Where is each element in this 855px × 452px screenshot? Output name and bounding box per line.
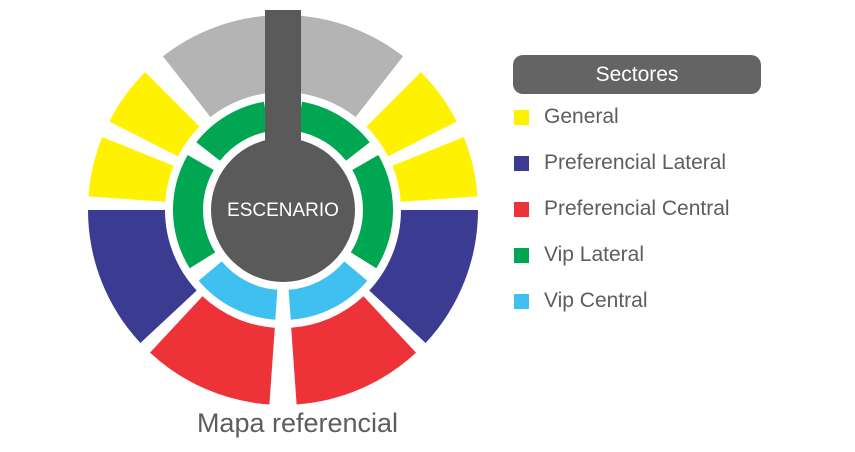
legend-label: Vip Central bbox=[544, 289, 648, 312]
sector-vip-central-left[interactable] bbox=[198, 261, 278, 320]
upper-stand-left[interactable] bbox=[162, 15, 277, 117]
sector-general-right-lower[interactable] bbox=[392, 137, 478, 202]
sector-vip-central-right[interactable] bbox=[288, 261, 368, 320]
legend-swatch-vip-lateral bbox=[514, 248, 529, 263]
sector-vip-lateral-left-upper[interactable] bbox=[196, 101, 270, 161]
sector-vip-lateral-left-lower[interactable] bbox=[172, 155, 216, 269]
legend-label: Preferencial Lateral bbox=[544, 151, 727, 174]
legend-item-preferencial-central[interactable]: Preferencial Central bbox=[513, 186, 761, 232]
sector-vip-lateral-right-lower[interactable] bbox=[350, 155, 394, 269]
sector-preferencial-lateral-right[interactable] bbox=[369, 210, 478, 343]
sector-general-right-upper[interactable] bbox=[366, 72, 457, 157]
legend-item-preferencial-lateral[interactable]: Preferencial Lateral bbox=[513, 140, 761, 186]
sector-preferencial-central-right[interactable] bbox=[291, 296, 416, 405]
sector-preferencial-central-left[interactable] bbox=[150, 296, 275, 405]
upper-stand-right[interactable] bbox=[289, 15, 404, 117]
stage-label: ESCENARIO bbox=[227, 200, 339, 221]
legend-label: Preferencial Central bbox=[544, 197, 730, 220]
legend-title: Sectores bbox=[513, 55, 761, 94]
legend-swatch-preferencial-lateral bbox=[514, 156, 529, 171]
sector-general-left-lower[interactable] bbox=[88, 137, 174, 202]
legend-item-vip-central[interactable]: Vip Central bbox=[513, 278, 761, 324]
venue-map: ESCENARIO bbox=[88, 10, 478, 405]
legend-swatch-preferencial-central bbox=[514, 202, 529, 217]
legend-label: General bbox=[544, 105, 619, 128]
sector-legend: Sectores General Preferencial Lateral Pr… bbox=[513, 55, 761, 324]
stage[interactable]: ESCENARIO bbox=[211, 10, 355, 282]
sector-preferencial-lateral-left[interactable] bbox=[88, 210, 197, 343]
legend-item-general[interactable]: General bbox=[513, 94, 761, 140]
stage-runway bbox=[265, 10, 301, 150]
legend-label: Vip Lateral bbox=[544, 243, 645, 266]
legend-item-vip-lateral[interactable]: Vip Lateral bbox=[513, 232, 761, 278]
stage-circle bbox=[211, 138, 355, 282]
map-caption: Mapa referencial bbox=[196, 408, 399, 438]
sector-general-left-upper[interactable] bbox=[109, 72, 200, 157]
legend-swatch-general bbox=[514, 110, 529, 125]
legend-swatch-vip-central bbox=[514, 294, 529, 309]
sector-vip-lateral-right-upper[interactable] bbox=[296, 101, 370, 161]
